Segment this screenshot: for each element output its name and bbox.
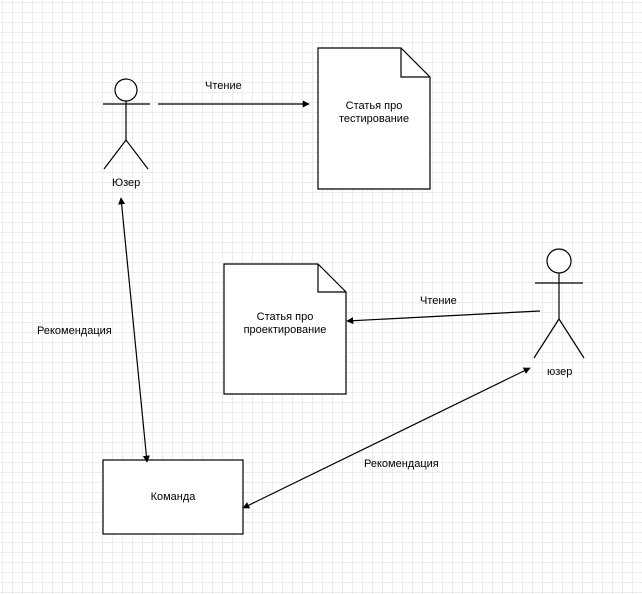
edge-read-right[interactable] (346, 310, 541, 325)
document-testing-line2: тестирование (338, 113, 410, 125)
team-label: Команда (150, 491, 196, 503)
actor-user-right[interactable] (533, 248, 585, 359)
edge-read-top-label: Чтение (205, 80, 242, 92)
document-testing-fold (400, 48, 430, 78)
document-design-fold (317, 264, 346, 293)
edge-recommend-right[interactable] (242, 367, 531, 509)
document-design[interactable] (223, 263, 347, 395)
document-testing-text: Статья про тестирование (318, 100, 430, 126)
edge-read-right-label: Чтение (420, 295, 457, 307)
document-design-text: Статья про проектирование (224, 311, 346, 337)
actor-user-top-label: Юзер (112, 177, 141, 189)
edge-recommend-right-label: Рекомендация (364, 458, 439, 470)
document-design-line2: проектирование (243, 324, 327, 336)
edge-recommend-left-label: Рекомендация (37, 325, 112, 337)
document-testing-line1: Статья про (345, 100, 403, 112)
edge-recommend-left[interactable] (118, 197, 150, 463)
document-testing[interactable] (317, 47, 431, 190)
team-box[interactable] (102, 459, 244, 535)
actor-user-top[interactable] (103, 78, 150, 170)
document-design-line1: Статья про (256, 311, 314, 323)
actor-user-right-label: юзер (547, 366, 573, 378)
